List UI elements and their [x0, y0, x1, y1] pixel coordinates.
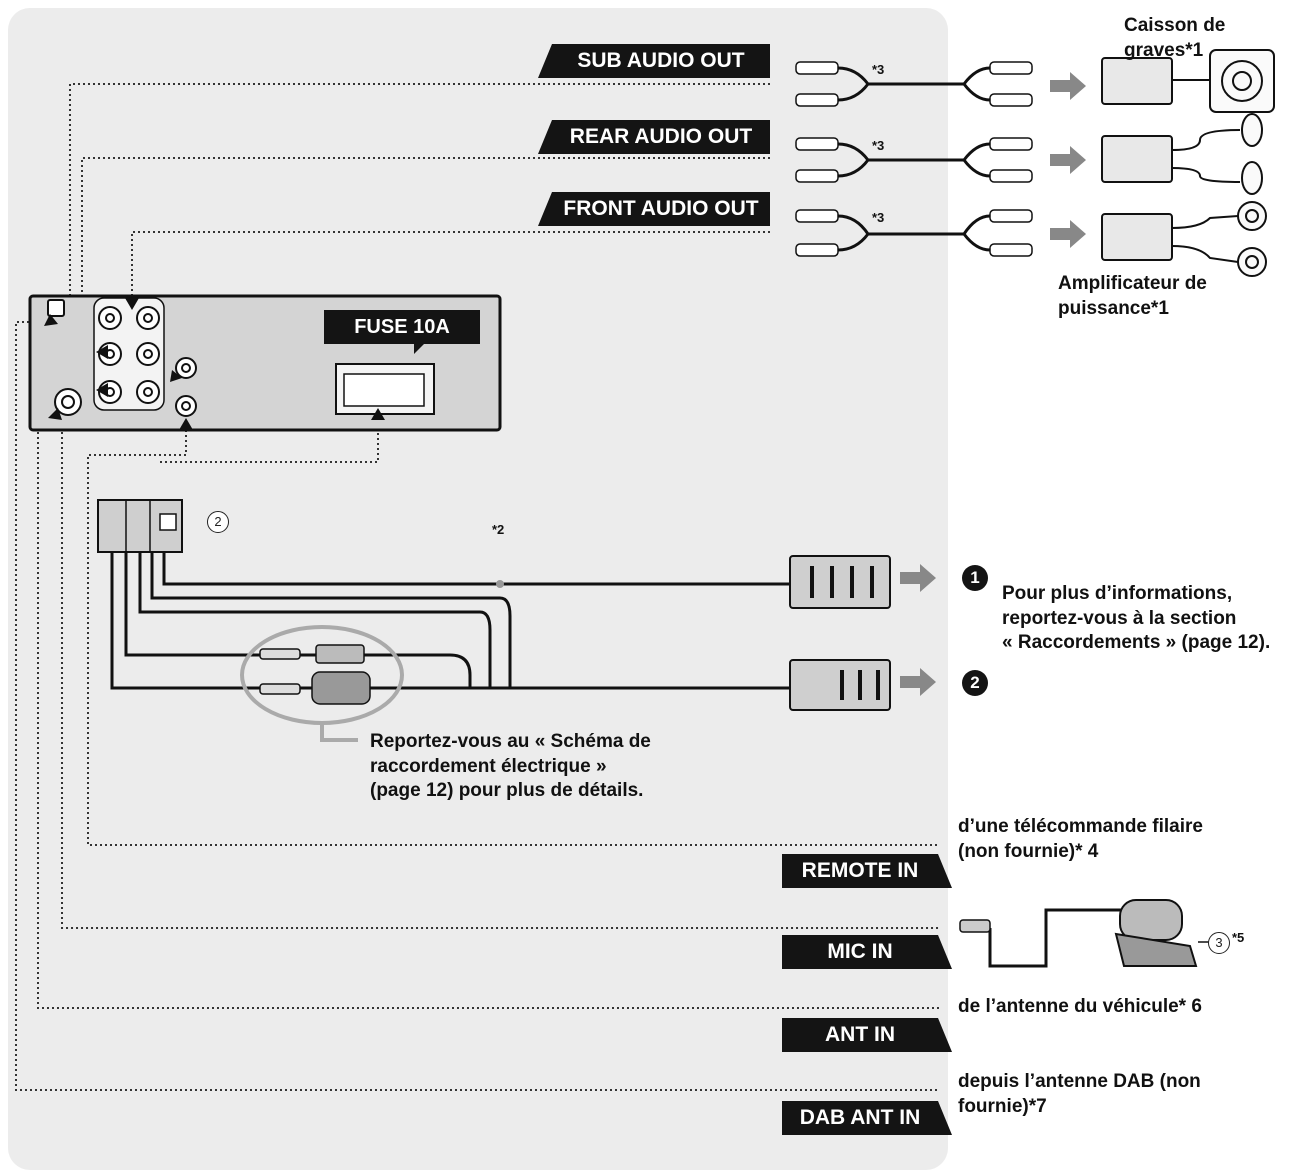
tag-sub-audio-out: SUB AUDIO OUT: [538, 44, 770, 78]
label-more-info-line3: « Raccordements » (page 12).: [1002, 632, 1271, 654]
label-remote: d’une télécommande filaire (non fournie)…: [958, 815, 1203, 864]
marker-circled-3: 3: [1208, 932, 1230, 954]
label-more-info: Pour plus d’informations, reportez-vous …: [1002, 582, 1270, 656]
marker-circled-2: 2: [207, 511, 229, 533]
label-more-info-line2: reportez-vous à la section: [1002, 607, 1237, 629]
marker-number-1: 1: [962, 565, 988, 591]
marker-number-2: 2: [962, 670, 988, 696]
label-more-info-line1: Pour plus d’informations,: [1002, 583, 1233, 604]
connector-arrows: [900, 564, 936, 696]
amp-arrows: [1050, 72, 1086, 248]
label-subwoofer: Caisson de graves*1: [1124, 15, 1226, 61]
label-dab-line2: fournie)*7: [958, 1095, 1047, 1117]
tag-ant-in: ANT IN: [782, 1018, 952, 1052]
marker-star3-front: *3: [872, 210, 885, 225]
label-wiring-ref: Reportez-vous au « Schéma de raccordemen…: [370, 730, 651, 804]
label-vehicle-antenna: de l’antenne du véhicule* 6: [958, 996, 1202, 1017]
wire-harness: [97, 499, 936, 742]
marker-star2: *2: [492, 522, 505, 537]
rca-cables: [837, 66, 991, 252]
label-amplifier-line2: puissance*1: [1058, 297, 1169, 319]
marker-star3-sub: *3: [872, 62, 885, 77]
speakers: [1171, 49, 1275, 277]
tag-dab-ant-in: DAB ANT IN: [782, 1101, 952, 1135]
label-amplifier-line1: Amplificateur de: [1058, 273, 1207, 294]
label-wiring-ref-line1: Reportez-vous au « Schéma de: [370, 731, 651, 752]
tag-fuse: FUSE 10A: [324, 310, 480, 354]
label-wiring-ref-line3: (page 12) pour plus de détails.: [370, 780, 644, 802]
tag-rear-audio-out: REAR AUDIO OUT: [538, 120, 770, 154]
arrow-heads: [44, 298, 385, 430]
microphone: [959, 899, 1212, 968]
connector-1: [789, 555, 891, 609]
label-dab-line1: depuis l’antenne DAB (non: [958, 1071, 1201, 1092]
label-wiring-ref-line2: raccordement électrique »: [370, 755, 607, 777]
label-remote-line2: (non fournie)* 4: [958, 840, 1099, 862]
tag-mic-in: MIC IN: [782, 935, 952, 969]
marker-star5: *5: [1232, 930, 1245, 945]
label-remote-line1: d’une télécommande filaire: [958, 816, 1203, 837]
rca-plugs: [795, 61, 1033, 257]
label-amplifier: Amplificateur de puissance*1: [1058, 272, 1207, 321]
label-dab-antenna: depuis l’antenne DAB (non fournie)*7: [958, 1070, 1201, 1119]
tag-front-audio-out: FRONT AUDIO OUT: [538, 192, 770, 226]
amplifiers: [1101, 57, 1173, 261]
tag-remote-in: REMOTE IN: [782, 854, 952, 888]
connector-2: [789, 659, 891, 711]
marker-star3-rear: *3: [872, 138, 885, 153]
